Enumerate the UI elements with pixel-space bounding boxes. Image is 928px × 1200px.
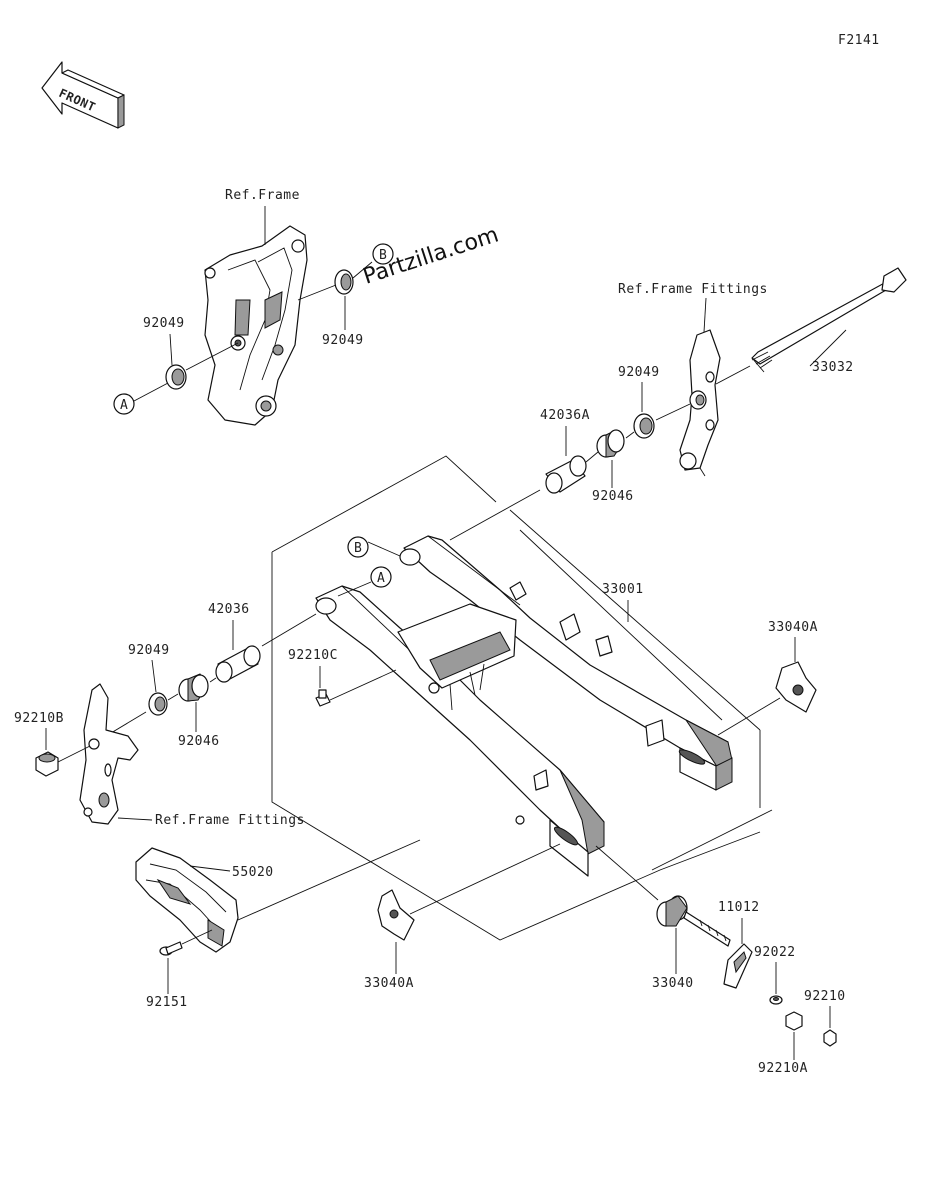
nut-92210b (35, 751, 59, 777)
label-92210a: 92210A (758, 1061, 808, 1076)
swingarm-33001 (315, 535, 733, 877)
frame-section: Ref.Frame (204, 188, 308, 426)
front-arrow-icon: FRONT (41, 61, 125, 129)
label-92022: 92022 (754, 945, 796, 960)
callout-b-label: B (379, 248, 387, 263)
callout-b-frame: B (372, 243, 394, 265)
label-33040a-left: 33040A (364, 976, 414, 991)
washer-92049-b (334, 269, 354, 295)
label-55020: 55020 (232, 865, 274, 880)
bolt-92210c (315, 689, 331, 707)
callout-a-swingarm: A (337, 566, 392, 597)
label-92049-b: 92049 (322, 333, 364, 348)
bolt-92151 (159, 941, 183, 956)
label-33040a-right: 33040A (768, 620, 818, 635)
ref-frame-label: Ref.Frame (225, 188, 300, 203)
label-92049-a: 92049 (143, 316, 185, 331)
figure-code: F2141 (838, 33, 880, 48)
chain-guard-55020 (135, 847, 239, 953)
chain-adjuster-33040a-right (775, 661, 817, 713)
label-92210b: 92210B (14, 711, 64, 726)
ref-frame-fittings-left-label: Ref.Frame Fittings (155, 813, 305, 828)
label-92049-c: 92049 (618, 365, 660, 380)
callout-b-swingarm: B (347, 536, 401, 558)
collar-42036a (545, 455, 587, 494)
frame-fitting-right: Ref.Frame Fittings (618, 282, 768, 477)
label-92210c: 92210C (288, 648, 338, 663)
label-11012: 11012 (718, 900, 760, 915)
ref-frame-fittings-right-label: Ref.Frame Fittings (618, 282, 768, 297)
pivot-shaft-33032 (751, 267, 907, 373)
needle-bearing-92046-b (178, 673, 209, 702)
washer-92049-d (148, 692, 168, 716)
chain-adjuster-33040a-left (377, 889, 415, 941)
label-92046-b: 92046 (178, 734, 220, 749)
needle-bearing-92046-a (596, 429, 625, 458)
label-33032: 33032 (812, 360, 854, 375)
label-33040: 33040 (652, 976, 694, 991)
washer-92022 (769, 995, 783, 1005)
callout-a-label: A (120, 398, 128, 413)
nut-92210 (823, 1029, 837, 1047)
label-42036: 42036 (208, 602, 250, 617)
collar-42036 (215, 645, 261, 683)
label-92049-d: 92049 (128, 643, 170, 658)
frame-fitting-left (79, 683, 139, 825)
label-92046-a: 92046 (592, 489, 634, 504)
label-92151: 92151 (146, 995, 188, 1010)
plate-11012 (723, 943, 753, 989)
callout-b-swingarm-label: B (354, 541, 362, 556)
assembly-guide-lines (271, 455, 773, 941)
label-92210: 92210 (804, 989, 846, 1004)
chain-adjuster-33040 (656, 895, 731, 947)
callout-a-swingarm-label: A (377, 571, 385, 586)
washer-92049-a (165, 364, 187, 390)
label-42036a: 42036A (540, 408, 590, 423)
callout-a-frame: A (113, 393, 135, 415)
label-33001: 33001 (602, 582, 644, 597)
nut-92210a (785, 1011, 803, 1031)
washer-92049-c (633, 413, 655, 439)
